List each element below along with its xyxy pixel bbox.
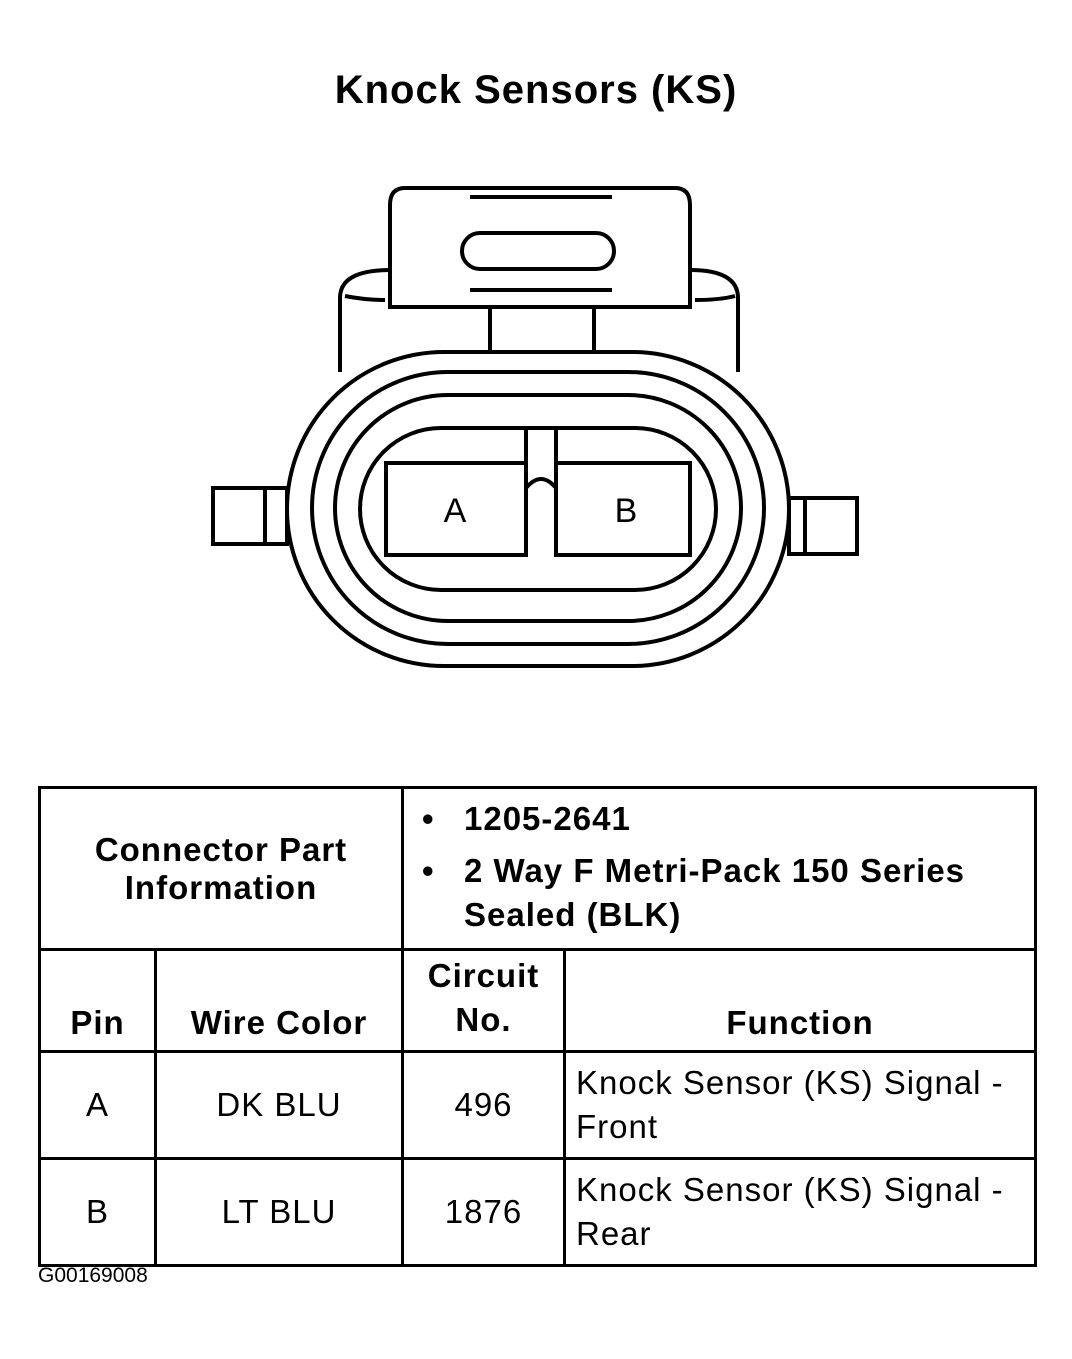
row-b-wire-color: LT BLU [154,1157,404,1267]
lobe-line-left [344,294,386,302]
row-a-pin: A [38,1050,157,1160]
row-a-wire-color: DK BLU [154,1050,404,1160]
outer-shell [285,350,791,668]
part-info-label: Connector Part Information [38,786,404,951]
connector-face-drawing: A B [211,186,859,668]
left-ear [211,486,289,546]
seal-ring-2 [333,393,743,623]
header-wire-color: Wire Color [154,948,404,1053]
figure-id: G00169008 [38,1264,148,1287]
pin-b-label: B [615,492,638,530]
seal-ring-3 [358,426,718,592]
table-row: B LT BLU 1876 Knock Sensor (KS) Signal -… [38,1157,1037,1267]
connector-info-table: Connector Part Information 1205-2641 2 W… [38,786,1037,1267]
part-info-values: 1205-2641 2 Way F Metri-Pack 150 Series … [401,786,1037,951]
header-row: Pin Wire Color Circuit No. Function [38,948,1037,1053]
table-row: A DK BLU 496 Knock Sensor (KS) Signal - … [38,1050,1037,1160]
right-ear [787,496,859,556]
key-notch [524,477,558,490]
part-number: 1205-2641 [422,797,1034,841]
pin-a-label: A [444,492,467,530]
header-pin: Pin [38,948,157,1053]
diagram-title: Knock Sensors (KS) [334,68,738,112]
header-circuit-no: Circuit No. [401,948,566,1053]
lobe-line-right [694,294,736,302]
locking-tab [388,186,692,309]
row-b-function: Knock Sensor (KS) Signal - Rear [563,1157,1037,1267]
tab-slot [460,231,616,271]
header-function: Function [563,948,1037,1053]
part-info-row: Connector Part Information 1205-2641 2 W… [38,786,1037,951]
part-description: 2 Way F Metri-Pack 150 Series Sealed (BL… [422,849,1034,937]
row-a-function: Knock Sensor (KS) Signal - Front [563,1050,1037,1160]
row-a-circuit-no: 496 [401,1050,566,1160]
row-b-circuit-no: 1876 [401,1157,566,1267]
row-b-pin: B [38,1157,157,1267]
seal-ring-1 [310,370,766,646]
